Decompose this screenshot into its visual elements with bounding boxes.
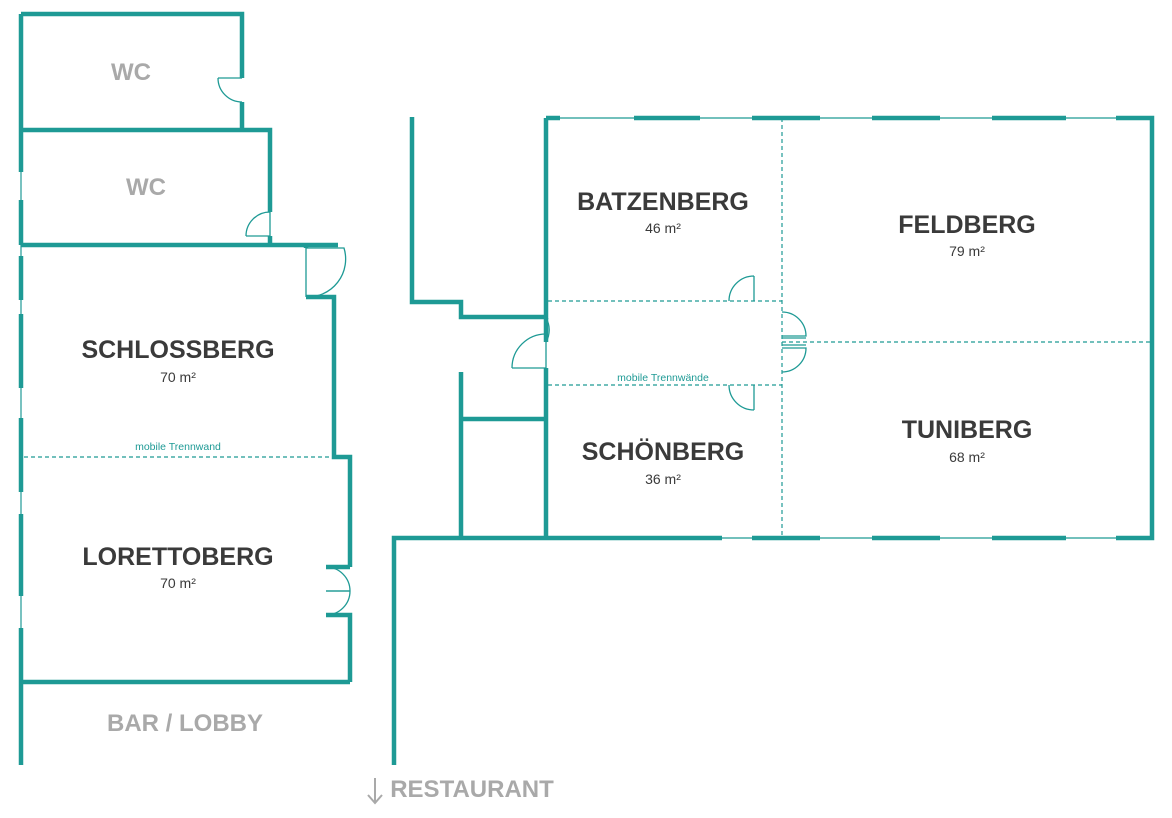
wc-label-1: WC [111,59,151,86]
room-name-tuniberg: TUNIBERG [902,416,1033,444]
room-name-feldberg: FELDBERG [898,211,1036,239]
schlossberg-door [305,247,347,298]
corridor-door-a [545,315,550,343]
right-building-doors [511,275,807,411]
room-area-schlossberg: 70 m² [160,369,196,385]
room-area-batzenberg: 46 m² [645,220,681,236]
room-area-schoenberg: 36 m² [645,471,681,487]
wc-label-2: WC [126,174,166,201]
wc-door-1 [217,77,243,103]
room-name-lorettoberg: LORETTOBERG [82,543,273,571]
batzenberg-door [728,275,755,302]
room-name-batzenberg: BATZENBERG [577,188,749,216]
restaurant-label: RESTAURANT [390,776,554,803]
room-area-lorettoberg: 70 m² [160,575,196,591]
room-area-tuniberg: 68 m² [949,449,985,465]
schoenberg-door [728,384,755,411]
lorettoberg-door-b [325,590,351,616]
corridor-door-b [511,333,547,369]
wc-door-2 [245,211,271,237]
divider-marks [782,337,806,346]
right-building-walls [391,115,1155,765]
partition-label-left: mobile Trennwand [135,441,221,453]
room-area-feldberg: 79 m² [949,243,985,259]
feldberg-door [781,311,807,337]
partition-label-right: mobile Trennwände [617,372,709,384]
left-building-walls [18,11,353,765]
room-name-schoenberg: SCHÖNBERG [582,437,745,466]
left-building-doors [217,77,351,616]
lorettoberg-door-a [325,566,351,592]
tuniberg-door [781,347,807,373]
room-name-schlossberg: SCHLOSSBERG [81,336,274,364]
right-building-partitions [548,118,1150,536]
bar-lobby-label: BAR / LOBBY [107,710,263,737]
down-arrow-icon [367,778,383,805]
